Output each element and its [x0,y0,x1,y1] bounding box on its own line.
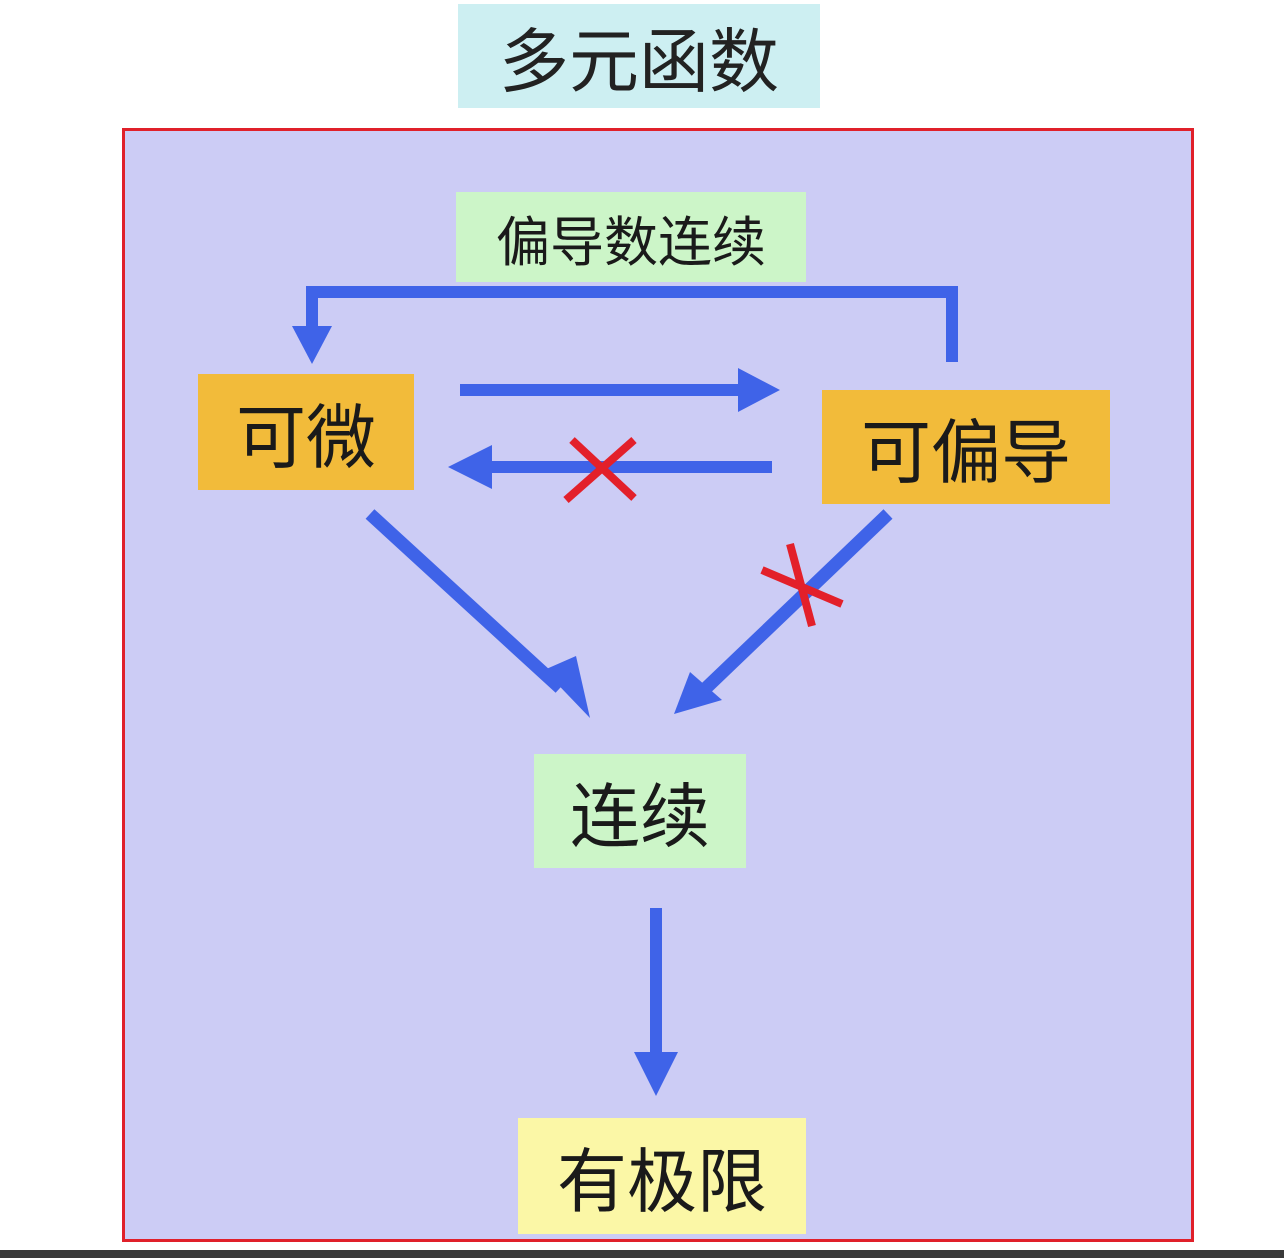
node-partial-derivatives-continuous: 偏导数连续 [456,192,806,282]
node-differentiable: 可微 [198,374,414,490]
bottom-edge-strip [0,1250,1284,1258]
node-continuous: 连续 [534,754,746,868]
node-partially-differentiable: 可偏导 [822,390,1110,504]
diagram-title: 多元函数 [458,4,820,108]
node-has-limit: 有极限 [518,1118,806,1234]
relation-panel [122,128,1194,1242]
